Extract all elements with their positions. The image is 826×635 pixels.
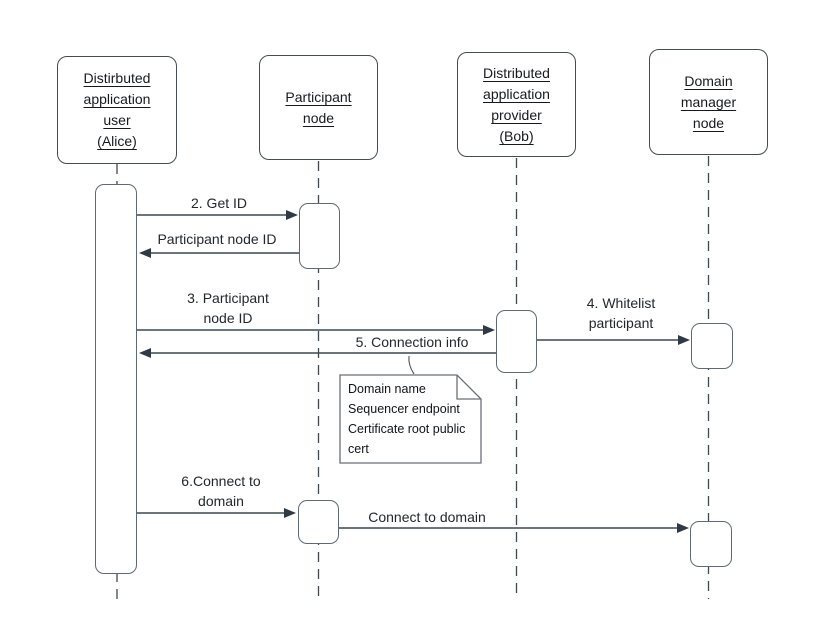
message-label-connect-to-domain: 6.Connect to domain xyxy=(181,473,261,509)
message-label-connect-to-domain-forward: Connect to domain xyxy=(368,509,486,525)
actor-box-alice: Distirbuted application user (Alice) xyxy=(57,56,177,164)
actor-label-domain-manager: Domain manager node xyxy=(680,72,737,131)
activation-domain-manager-2 xyxy=(690,521,732,567)
note-box xyxy=(339,374,482,464)
activation-participant-1 xyxy=(299,203,340,269)
note-fold-icon xyxy=(456,375,481,400)
message-label-whitelist-participant: 4. Whitelist participant xyxy=(586,295,656,331)
message-label-participant-node-id: 3. Participant node ID xyxy=(187,290,269,326)
message-label-participant-node-id-return: Participant node ID xyxy=(157,231,277,247)
activation-alice xyxy=(95,184,137,574)
actor-label-alice: Distirbuted application user (Alice) xyxy=(83,70,151,149)
actor-box-domain-manager: Domain manager node xyxy=(649,49,768,155)
actor-box-participant-node: Participant node xyxy=(259,55,378,160)
actor-box-provider: Distributed application provider (Bob) xyxy=(457,52,576,157)
note-connector xyxy=(408,355,415,375)
activation-provider xyxy=(496,310,537,373)
activation-domain-manager-1 xyxy=(691,323,733,369)
activation-participant-2 xyxy=(298,500,339,544)
actor-label-provider: Distributed application provider (Bob) xyxy=(483,64,550,144)
message-label-get-id: 2. Get ID xyxy=(190,195,248,211)
note-text: Domain name Sequencer endpoint Certifica… xyxy=(348,382,466,456)
message-label-connection-info: 5. Connection info xyxy=(355,334,469,350)
actor-label-participant-node: Participant node xyxy=(285,88,352,126)
